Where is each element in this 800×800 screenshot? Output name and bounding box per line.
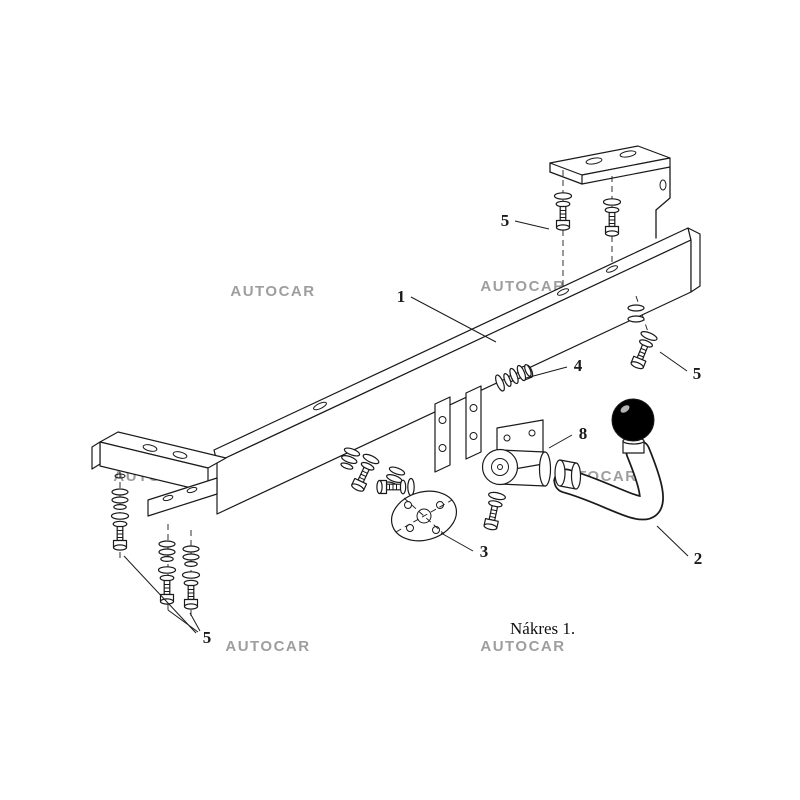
towball xyxy=(611,398,655,454)
socket-assembly xyxy=(480,419,582,532)
callout-2: 2 xyxy=(656,525,703,568)
bolt xyxy=(627,329,659,372)
callout-5-left-label: 5 xyxy=(203,628,212,647)
backing-plate xyxy=(390,490,458,542)
callout-8: 8 xyxy=(548,424,588,449)
callout-5-left-leader xyxy=(123,555,197,634)
callout-5-right-label: 5 xyxy=(693,364,702,383)
bolt xyxy=(602,198,622,237)
top-mounting-bracket xyxy=(549,145,671,239)
towball-neck xyxy=(553,439,664,521)
bolt xyxy=(157,566,177,605)
callout-8-label: 8 xyxy=(579,424,588,443)
callout-8-leader xyxy=(548,434,573,449)
callout-4-leader xyxy=(525,366,568,379)
bolt-set-top xyxy=(553,170,622,287)
callout-1-label: 1 xyxy=(397,287,406,306)
watermark-text: AUTOCAR xyxy=(480,638,565,655)
callout-5-top-label: 5 xyxy=(501,211,510,230)
hanging-bracket-plates xyxy=(434,385,482,473)
callout-5-top-leader xyxy=(514,220,550,230)
bolt xyxy=(110,512,130,551)
callout-3-label: 3 xyxy=(480,542,489,561)
callout-1: 1 xyxy=(397,287,497,343)
callout-2-label: 2 xyxy=(694,549,703,568)
callout-4-label: 4 xyxy=(574,356,583,375)
callout-5-right: 5 xyxy=(659,351,702,383)
bolt-set-right xyxy=(627,295,659,372)
watermark-text: AUTOCAR xyxy=(480,278,565,295)
callout-5-left-leader xyxy=(189,612,201,632)
watermark-text: AUTOCAR xyxy=(225,638,310,655)
callout-3-leader xyxy=(440,532,474,552)
callout-3: 3 xyxy=(440,532,489,561)
main-crossbar xyxy=(213,227,701,515)
callout-5-left: 5 xyxy=(123,555,212,647)
bolt xyxy=(480,490,507,532)
bolt xyxy=(181,571,201,610)
left-mounting-bracket xyxy=(91,431,227,517)
figure-caption: Nákres 1. xyxy=(510,619,575,638)
bolt-set-left xyxy=(110,472,201,617)
bolt xyxy=(553,192,573,231)
watermark-text: AUTOCAR xyxy=(230,283,315,300)
fastener-row xyxy=(337,445,415,497)
washers xyxy=(158,540,176,563)
callout-5-right-leader xyxy=(659,351,688,372)
callout-1-leader xyxy=(410,296,497,343)
callout-4: 4 xyxy=(525,356,583,379)
washers xyxy=(182,545,200,568)
callout-2-leader xyxy=(656,525,689,557)
callout-5-left-leader xyxy=(167,609,199,633)
washers xyxy=(111,488,129,510)
callout-5-top: 5 xyxy=(501,211,550,230)
